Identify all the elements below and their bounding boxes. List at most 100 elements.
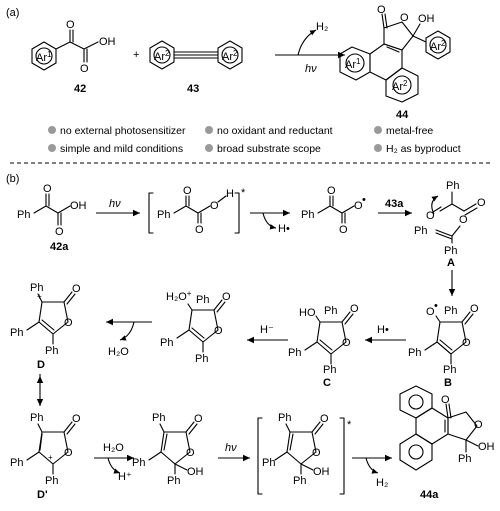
reaction-arrow-a: H₂ hν (275, 21, 345, 75)
o-atom: O (470, 303, 479, 315)
panel-b-label: (b) (6, 173, 19, 185)
intermediate-D-structure: O O + Ph Ph Ph (10, 282, 81, 357)
ar2-group: Ar2 (392, 79, 408, 93)
h2o-loss: H₂O (108, 346, 129, 358)
oh-group: OH (99, 36, 116, 48)
o-atom: O (66, 19, 75, 31)
feature-item: no oxidant and reductant (217, 125, 333, 137)
o-atom: O (400, 12, 409, 24)
h-minus-condition: H⁻ (260, 324, 274, 336)
o-atom: O (477, 197, 486, 209)
o-atom: O (80, 63, 89, 75)
compound-42-structure: Ar1 O O OH (31, 19, 116, 75)
o-atom: O (64, 317, 73, 329)
o-atom: O (377, 4, 386, 16)
h2o-add: H₂O (103, 442, 124, 454)
o-atom: O (210, 200, 219, 212)
o-atom: O (183, 185, 192, 197)
product-44a-structure: O O OH Ph (399, 385, 495, 471)
ph-group: Ph (157, 209, 170, 221)
feature-item: no external photosensitizer (60, 125, 186, 137)
o-atom: O (354, 200, 363, 212)
o-atom: O (55, 226, 64, 238)
reaction-arrow: H• (250, 209, 290, 235)
acyloxy-radical-structure: Ph O O O • (301, 185, 366, 236)
feature-item: metal-free (386, 125, 433, 137)
ar2-group: Ar2 (222, 49, 238, 63)
radical-dot: • (434, 300, 438, 312)
plus-charge: + (48, 453, 53, 462)
ph-group: Ph (195, 353, 208, 365)
compound-44-label: 44 (396, 109, 409, 121)
o-atom: O (350, 303, 359, 315)
h-radical-add: H• (377, 324, 389, 336)
o-atom: O (194, 413, 203, 425)
ar1-group: Ar1 (345, 57, 361, 71)
o-atom: O (312, 447, 321, 459)
feature-item: simple and mild conditions (60, 143, 183, 155)
intermediate-B-structure: O O O • Ph Ph Ph (408, 300, 479, 376)
bullet-icon (48, 126, 56, 134)
compound-42a-structure: Ph O O OH (17, 183, 87, 238)
ph-group: Ph (10, 457, 23, 469)
o-atom: O (186, 447, 195, 459)
ph-group: Ph (444, 245, 457, 257)
intermediate-A-label: A (447, 257, 455, 269)
ph-group: Ph (196, 294, 209, 306)
o-atom: O (441, 394, 450, 406)
ph-group: Ph (17, 209, 30, 221)
o-atom: O (426, 306, 435, 318)
compound-42-label: 42 (74, 83, 86, 95)
o-atom: O (64, 447, 73, 459)
resonance-arrowhead (36, 376, 44, 383)
oh-group: OH (418, 13, 435, 25)
feature-item: broad substrate scope (217, 143, 321, 155)
o-atom: O (72, 283, 81, 295)
ph-group: Ph (324, 305, 337, 317)
o-atom: O (459, 214, 468, 226)
intermediate-C-structure: O O HO Ph Ph Ph (288, 303, 359, 376)
o-atom: O (327, 185, 336, 197)
excited-hemiacetal-structure: O O Ph Ph OH Ph * (257, 412, 352, 495)
panel-a-label: (a) (6, 7, 19, 19)
ar1-group: Ar1 (36, 50, 52, 64)
o-atom: O (195, 224, 204, 236)
ar2-group: Ar2 (154, 49, 170, 63)
oxonium-intermediate-structure: O O H₂O+ Ph Ph Ph (160, 289, 231, 365)
h2o-plus-group: H₂O+ (166, 289, 192, 303)
o-atom: O (214, 325, 223, 337)
intermediate-B-label: B (444, 377, 452, 389)
ph-group: Ph (278, 412, 291, 424)
bullet-icon (374, 144, 382, 152)
h-radical-loss: H• (278, 223, 290, 235)
oh-group: OH (313, 466, 330, 478)
ph-group: Ph (152, 412, 165, 424)
ph-group: Ph (408, 347, 421, 359)
electron-push-arrow (431, 195, 439, 215)
ho-group: HO (299, 307, 316, 319)
o-atom: O (72, 413, 81, 425)
o-atom: O (222, 291, 231, 303)
excited-star: * (241, 187, 246, 199)
ph-group: Ph (288, 347, 301, 359)
ph-group: Ph (446, 180, 459, 192)
o-atom: O (462, 337, 471, 349)
ph-group: Ph (293, 475, 306, 487)
bullet-icon (205, 126, 213, 134)
compound-42a-label: 42a (50, 241, 69, 253)
oh-group: OH (187, 466, 204, 478)
ph-group: Ph (45, 475, 58, 487)
o-atom: O (320, 413, 329, 425)
hv-condition: hν (109, 198, 121, 210)
ph-group: Ph (10, 327, 23, 339)
o-atom: O (339, 224, 348, 236)
ph-group: Ph (301, 209, 314, 221)
plus-sign: + (133, 49, 139, 61)
oh-group: OH (478, 441, 495, 453)
reagent-43a-label: 43a (385, 198, 404, 210)
ph-group: Ph (167, 475, 180, 487)
hv-condition: hν (225, 442, 237, 454)
feature-list: no external photosensitizer no oxidant a… (48, 125, 461, 155)
